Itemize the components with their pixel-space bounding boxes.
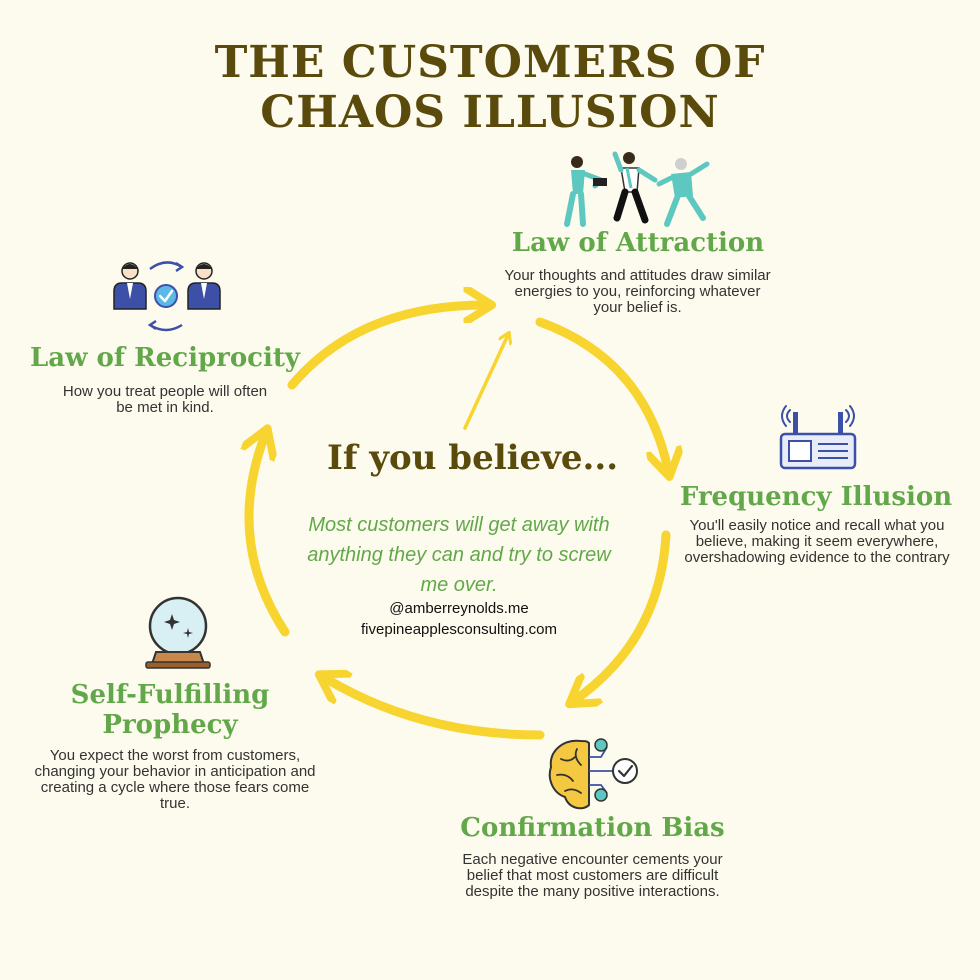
prophecy-title-line2: Prophecy [102,710,238,740]
reciprocity-description: How you treat people will often be met i… [62,383,268,416]
confirmation-title: Confirmation Bias [460,813,725,843]
frequency-description: You'll easily notice and recall what you… [684,517,950,566]
arrow-attraction-to-frequency [535,317,668,470]
dancing-people-icon [564,151,710,227]
crystal-ball-icon [145,596,211,669]
attraction-title: Law of Attraction [511,228,765,258]
arrow-prophecy-to-reciprocity [249,435,290,637]
confirmation-description: Each negative encounter cements your bel… [462,851,723,900]
social-handle: @amberreynolds.me [389,600,529,617]
frequency-title: Frequency Illusion [679,482,953,512]
brain-check-icon [548,738,638,810]
arrow-center-to-attraction [463,335,508,430]
page-title-line2: CHAOS ILLUSION [260,87,720,138]
prophecy-description: You expect the worst from customers, cha… [34,747,316,812]
prophecy-title: Self-Fulfilling Prophecy [30,680,310,740]
arrow-frequency-to-confirmation [575,530,671,700]
reciprocity-title: Law of Reciprocity [29,343,301,373]
arrow-reciprocity-to-attraction [287,305,485,390]
arrow-confirmation-to-prophecy [325,678,545,740]
prophecy-title-line1: Self-Fulfilling [70,680,270,710]
exchange-people-icon [113,261,221,332]
page-title: THE CUSTOMERS OF CHAOS ILLUSION [0,38,980,138]
center-heading: If you believe... [326,438,619,478]
center-credits: @amberreynolds.me fivepineapplesconsulti… [300,598,618,640]
page-title-line1: THE CUSTOMERS OF [214,37,766,88]
center-quote: Most customers will get away with anythi… [307,514,611,596]
radio-antenna-icon [779,405,857,470]
attraction-description: Your thoughts and attitudes draw similar… [504,267,771,316]
website-link[interactable]: fivepineapplesconsulting.com [361,621,557,638]
